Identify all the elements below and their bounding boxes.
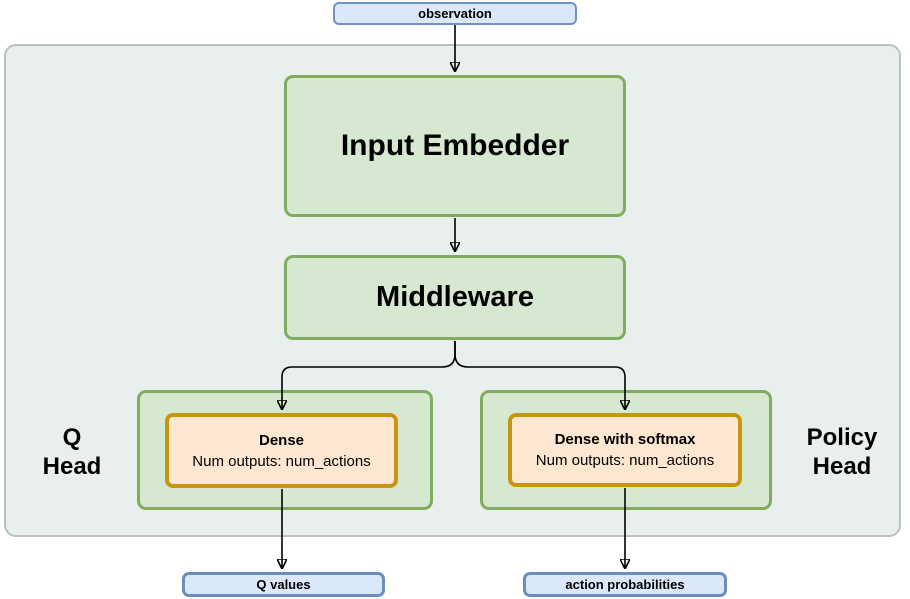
q-dense-node: Dense Num outputs: num_actions [165, 413, 398, 488]
q-values-label: Q values [256, 577, 311, 592]
q-head-label-line1: Q [62, 424, 82, 451]
policy-head-label-line2: Head [812, 453, 872, 480]
middleware-label: Middleware [376, 281, 534, 313]
q-dense-title: Dense [258, 431, 305, 449]
action-probabilities-node: action probabilities [523, 572, 727, 597]
policy-head-label-line1: Policy [806, 424, 878, 451]
policy-head-label: Policy Head [787, 423, 897, 481]
policy-dense-node: Dense with softmax Num outputs: num_acti… [508, 413, 742, 487]
q-head-label-line2: Head [42, 453, 102, 480]
q-values-node: Q values [182, 572, 385, 597]
input-embedder-node: Input Embedder [284, 75, 626, 217]
q-head-label: Q Head [17, 423, 127, 481]
observation-node: observation [333, 2, 577, 25]
middleware-node: Middleware [284, 255, 626, 340]
q-dense-subtitle: Num outputs: num_actions [192, 452, 371, 470]
observation-label: observation [418, 6, 492, 21]
policy-dense-title: Dense with softmax [554, 431, 696, 448]
input-embedder-label: Input Embedder [340, 129, 570, 162]
policy-dense-subtitle: Num outputs: num_actions [535, 452, 715, 469]
action-probabilities-label: action probabilities [565, 577, 685, 592]
